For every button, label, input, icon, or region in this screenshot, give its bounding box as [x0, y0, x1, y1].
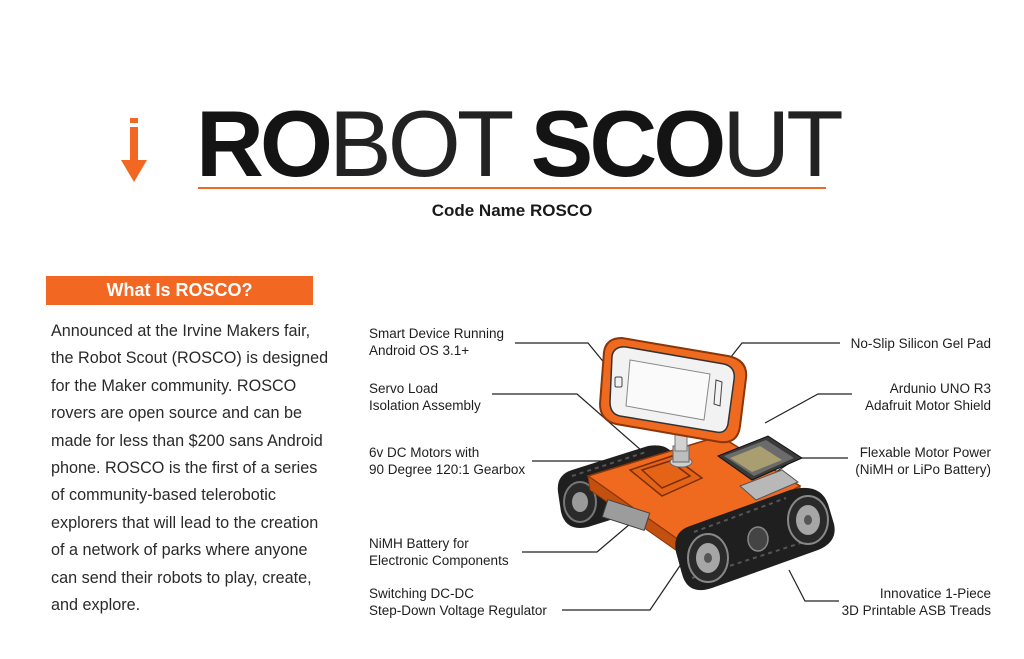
callout-line: Electronic Components [369, 553, 509, 568]
title-part-sco: SCO [530, 91, 727, 196]
callout-treads: Innovatice 1-Piece 3D Printable ASB Trea… [842, 585, 991, 619]
callout-line: (NiMH or LiPo Battery) [855, 462, 991, 477]
callout-line: 3D Printable ASB Treads [841, 603, 991, 618]
title-part-ro: RO [196, 91, 333, 196]
section-heading: What Is ROSCO? [46, 276, 313, 305]
phone-holder [598, 336, 748, 452]
callout-line: Adafruit Motor Shield [864, 398, 991, 413]
callout-line: Flexable Motor Power [859, 445, 991, 460]
callout-line: Step-Down Voltage Regulator [369, 603, 547, 618]
callout-line: Switching DC-DC [369, 586, 475, 601]
callout-gel-pad: No-Slip Silicon Gel Pad [851, 335, 991, 352]
callout-line: Android OS 3.1+ [369, 343, 470, 358]
callout-regulator: Switching DC-DC Step-Down Voltage Regula… [369, 585, 547, 619]
tread-left [557, 445, 679, 528]
callout-servo: Servo Load Isolation Assembly [369, 380, 481, 414]
chassis [586, 435, 804, 561]
callout-motors: 6v DC Motors with 90 Degree 120:1 Gearbo… [369, 444, 525, 478]
callout-line: NiMH Battery for [369, 536, 469, 551]
title-underline [198, 187, 826, 189]
title-part-ut: UT [722, 91, 843, 196]
tread-right [675, 487, 835, 591]
callout-line: Innovatice 1-Piece [879, 586, 991, 601]
page-subtitle: Code Name ROSCO [431, 201, 593, 220]
callout-smart-device: Smart Device Running Android OS 3.1+ [369, 325, 504, 359]
down-arrow-icon [121, 118, 147, 182]
callout-line: Ardunio UNO R3 [889, 381, 991, 396]
callout-line: Smart Device Running [369, 326, 505, 341]
title-part-bot: BOT [329, 91, 531, 196]
callout-line: 6v DC Motors with [369, 445, 480, 460]
callout-battery: NiMH Battery for Electronic Components [369, 535, 509, 569]
callout-line: No-Slip Silicon Gel Pad [850, 336, 991, 351]
page-title: ROBOT SCOUT [196, 91, 844, 196]
callout-line: Servo Load [369, 381, 439, 396]
callout-motor-power: Flexable Motor Power (NiMH or LiPo Batte… [855, 444, 991, 478]
robot-illustration [557, 336, 835, 591]
leader-lines [492, 342, 852, 611]
intro-paragraph: Announced at the Irvine Makers fair, the… [51, 322, 329, 615]
callout-arduino: Ardunio UNO R3 Adafruit Motor Shield [865, 380, 991, 414]
callout-line: Isolation Assembly [369, 398, 481, 413]
callout-line: 90 Degree 120:1 Gearbox [369, 462, 526, 477]
